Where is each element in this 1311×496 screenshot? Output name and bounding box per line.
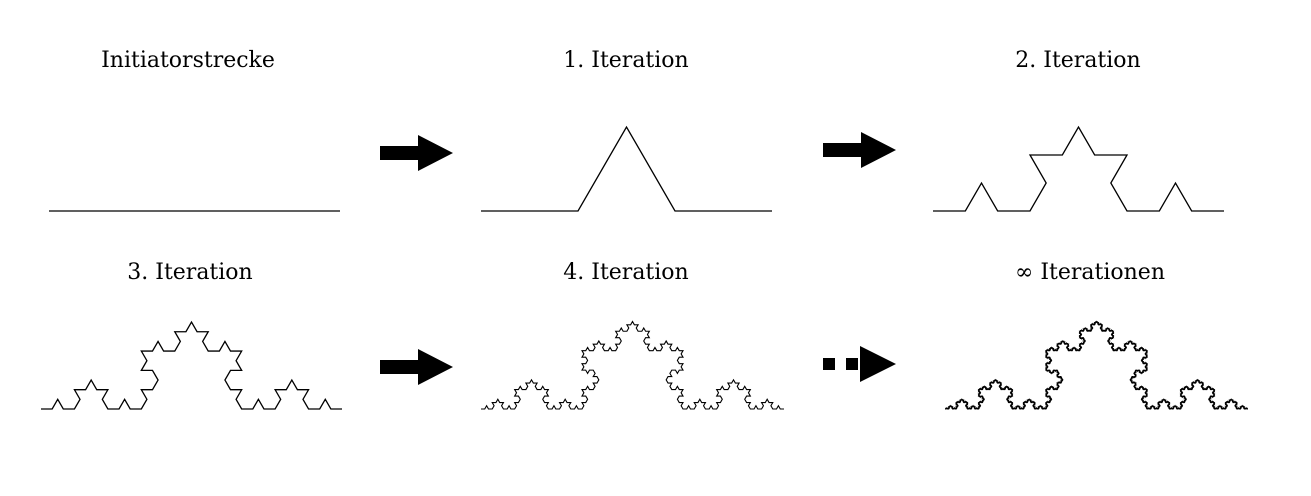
koch-curve-iteration-4	[481, 320, 784, 410]
panel-label-initiator: Initiatorstrecke	[101, 48, 275, 73]
panel-label-iteration-3: 3. Iteration	[127, 260, 253, 285]
arrow-right-icon	[823, 132, 896, 168]
koch-curve-iteration-2	[933, 125, 1224, 212]
koch-curve-iteration-3	[41, 320, 342, 410]
panel-label-iteration-2: 2. Iteration	[1015, 48, 1141, 73]
panel-label-iteration-4: 4. Iteration	[563, 260, 689, 285]
panel-label-iteration-1: 1. Iteration	[563, 48, 689, 73]
arrow-right-icon	[380, 349, 453, 385]
panel-label-infinite: ∞ Iterationen	[1015, 260, 1165, 285]
dotted-arrow-icon	[823, 346, 896, 382]
koch-curve-iteration-1	[481, 125, 772, 212]
arrow-right-icon	[380, 135, 453, 171]
koch-curve-iteration-6	[944, 320, 1249, 410]
